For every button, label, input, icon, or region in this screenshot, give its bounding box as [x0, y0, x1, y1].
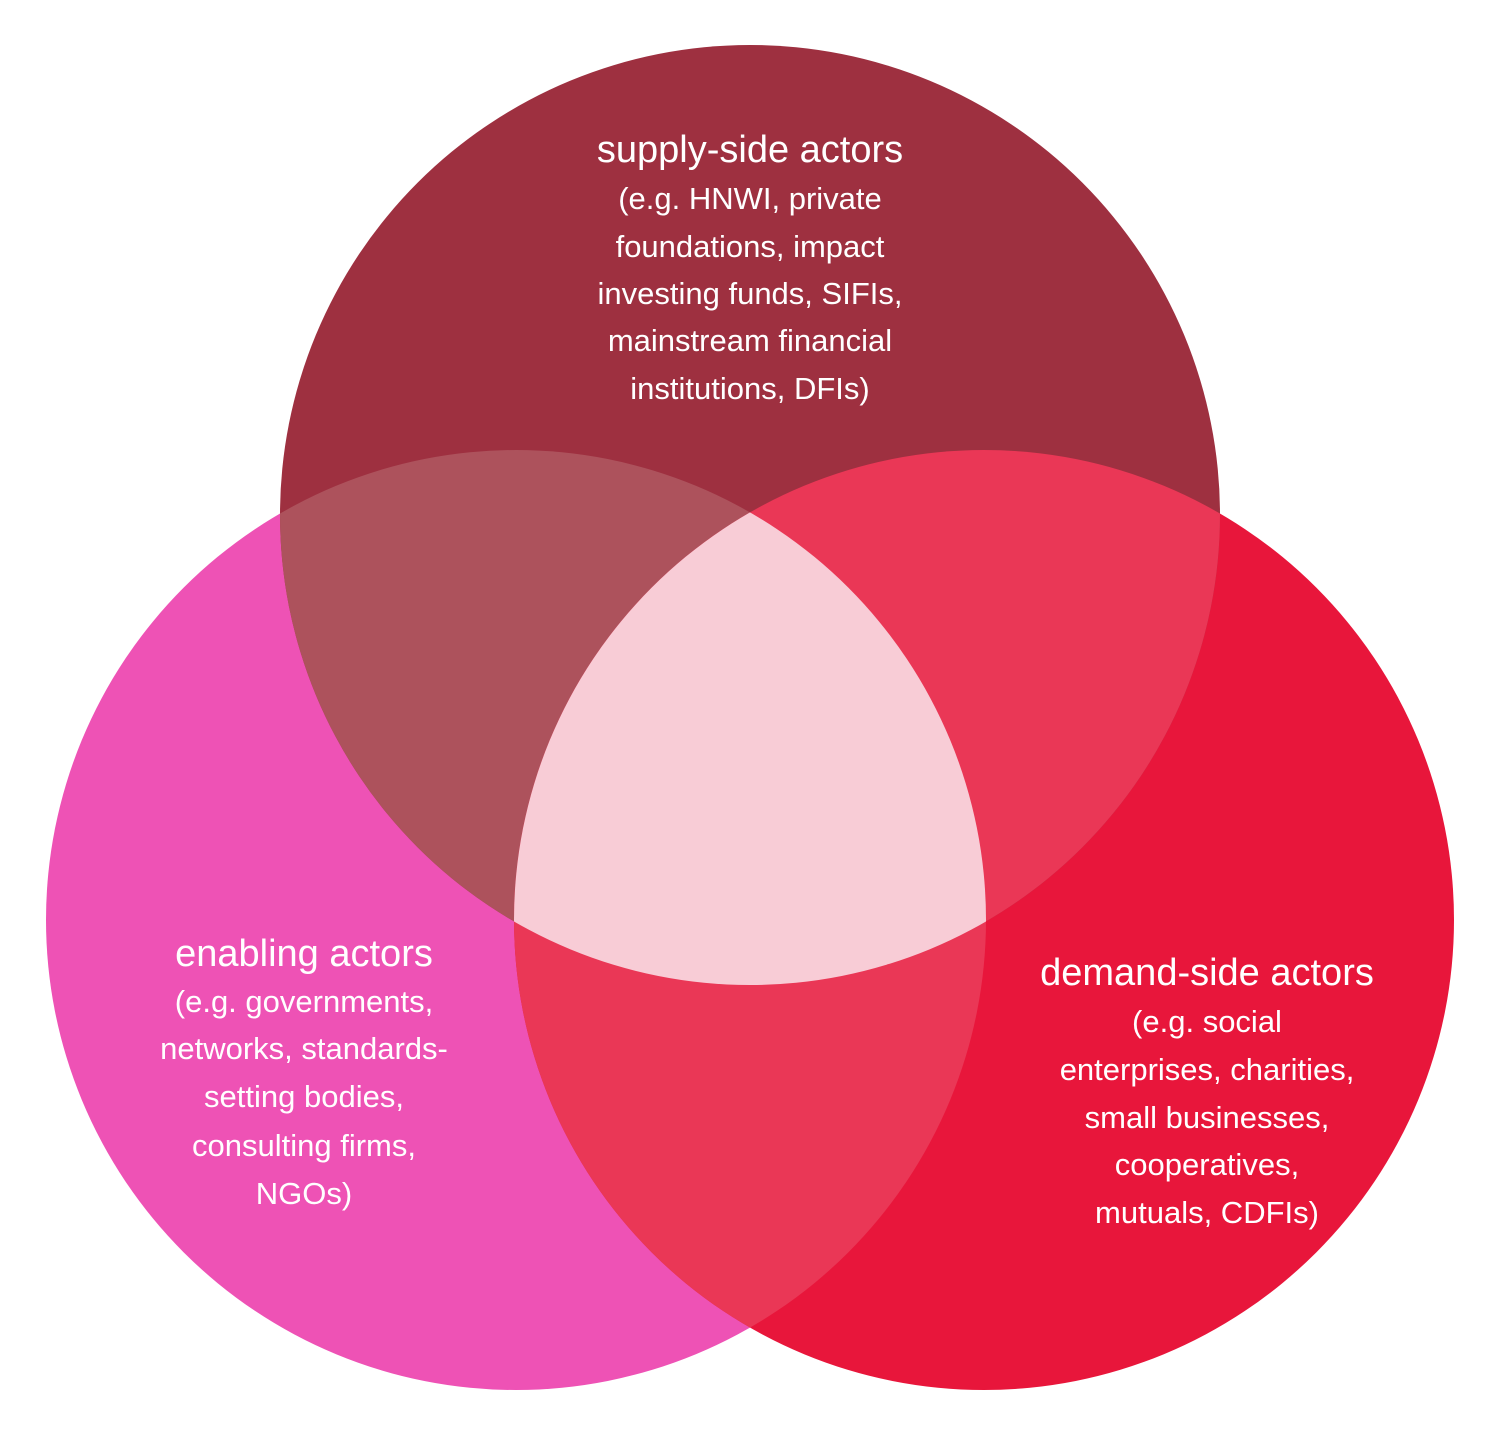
- enabling-line: NGOs): [256, 1176, 352, 1211]
- enabling-line: networks, standards-: [160, 1031, 448, 1066]
- enabling-label: enabling actors (e.g. governments, netwo…: [160, 933, 448, 1211]
- demand-line: small businesses,: [1085, 1100, 1330, 1135]
- enabling-title: enabling actors: [175, 933, 433, 975]
- demand-line: cooperatives,: [1115, 1147, 1299, 1182]
- enabling-line: (e.g. governments,: [175, 984, 433, 1019]
- demand-line: (e.g. social: [1132, 1004, 1282, 1039]
- demand-line: enterprises, charities,: [1060, 1052, 1355, 1087]
- supply-line: (e.g. HNWI, private: [618, 181, 882, 216]
- demand-label: demand-side actors (e.g. social enterpri…: [1040, 952, 1374, 1230]
- supply-line: institutions, DFIs): [630, 371, 869, 406]
- supply-line: investing funds, SIFIs,: [598, 276, 903, 311]
- enabling-line: setting bodies,: [204, 1079, 404, 1114]
- supply-label: supply-side actors (e.g. HNWI, private f…: [597, 129, 903, 406]
- supply-line: mainstream financial: [608, 323, 892, 358]
- enabling-line: consulting firms,: [192, 1128, 416, 1163]
- demand-line: mutuals, CDFIs): [1095, 1195, 1319, 1230]
- supply-title: supply-side actors: [597, 129, 903, 171]
- demand-title: demand-side actors: [1040, 952, 1374, 994]
- supply-line: foundations, impact: [616, 229, 885, 264]
